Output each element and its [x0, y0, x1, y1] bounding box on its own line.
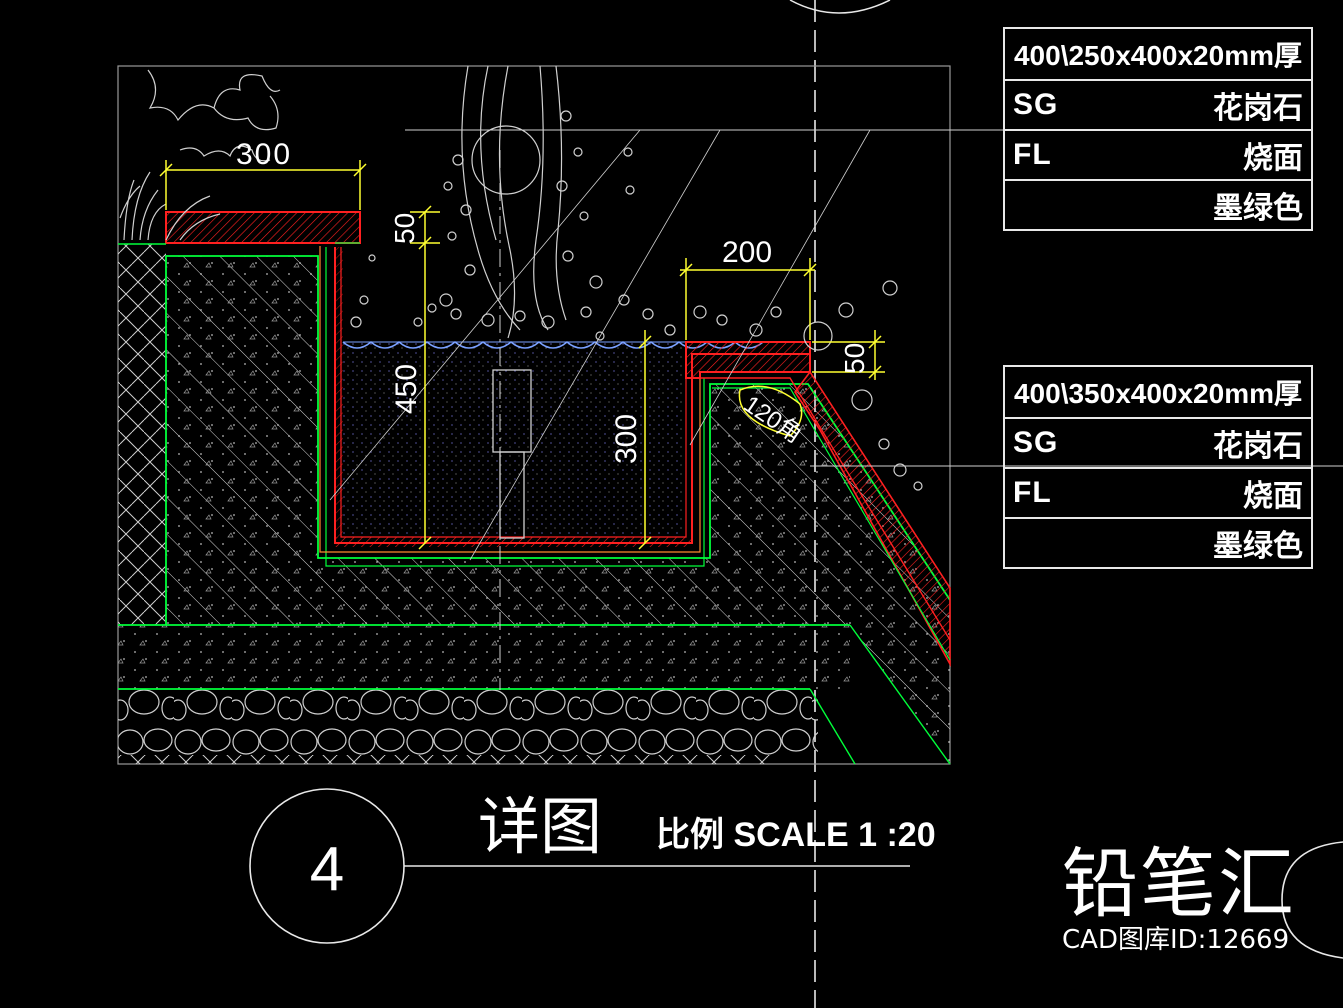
soil-left: [118, 244, 166, 625]
spec-value: 烧面: [1243, 142, 1303, 175]
dim-450: 450: [390, 364, 423, 414]
detail-title: 详图: [478, 793, 602, 862]
spec-value: 花岗石: [1213, 430, 1303, 463]
spec-code: FL: [1013, 138, 1052, 171]
left-coping-stone: [165, 211, 361, 244]
spec-code: SG: [1013, 88, 1059, 121]
gravel-base: [118, 625, 850, 689]
spec-row: SG 花岗石: [1005, 79, 1311, 129]
concrete-outline: [165, 255, 951, 625]
spec-row: 墨绿色: [1005, 517, 1311, 567]
adjacent-marker-arc: [1281, 841, 1343, 959]
spec-value: 墨绿色: [1213, 530, 1303, 563]
dim-300-top: 300: [236, 138, 290, 171]
spec-table-lower: 400\350x400x20mm厚 SG 花岗石 FL 烧面 墨绿色: [1003, 365, 1313, 569]
dimension-lines: [159, 160, 885, 550]
right-coping-stone: [685, 341, 811, 379]
dim-50-right: 50: [839, 343, 870, 374]
plant-shrub: [119, 69, 281, 241]
spec-row: FL 烧面: [1005, 129, 1311, 179]
spec-title: 400\350x400x20mm厚: [1013, 378, 1302, 409]
library-id: CAD图库ID:12669: [1062, 925, 1290, 955]
dim-300-inner: 300: [610, 414, 643, 464]
detail-scale: 比例 SCALE 1 :20: [656, 816, 936, 854]
soil-bottom: [118, 755, 778, 764]
detail-number: 4: [310, 835, 344, 904]
spec-value: 烧面: [1243, 480, 1303, 513]
dim-200: 200: [722, 236, 772, 269]
spec-code: SG: [1013, 426, 1059, 459]
fountain-spray: [350, 65, 923, 491]
slope-cladding: [794, 370, 951, 668]
brand-watermark: 铅笔汇 CAD图库ID:12669: [1062, 839, 1296, 955]
water-body: [343, 342, 685, 535]
spec-title: 400\250x400x20mm厚: [1013, 40, 1302, 71]
spec-row: FL 烧面: [1005, 467, 1311, 517]
spec-value: 墨绿色: [1213, 192, 1303, 225]
spec-value: 花岗石: [1213, 92, 1303, 125]
dim-50-left: 50: [389, 213, 420, 244]
spec-row: 墨绿色: [1005, 179, 1311, 229]
spec-table-upper: 400\250x400x20mm厚 SG 花岗石 FL 烧面 墨绿色: [1003, 27, 1313, 231]
spec-code: FL: [1013, 476, 1052, 509]
spec-row: SG 花岗石: [1005, 417, 1311, 467]
brand-name: 铅笔汇: [1062, 839, 1296, 928]
rubble-base: [118, 689, 818, 755]
section-marker-arc: [789, 0, 891, 14]
